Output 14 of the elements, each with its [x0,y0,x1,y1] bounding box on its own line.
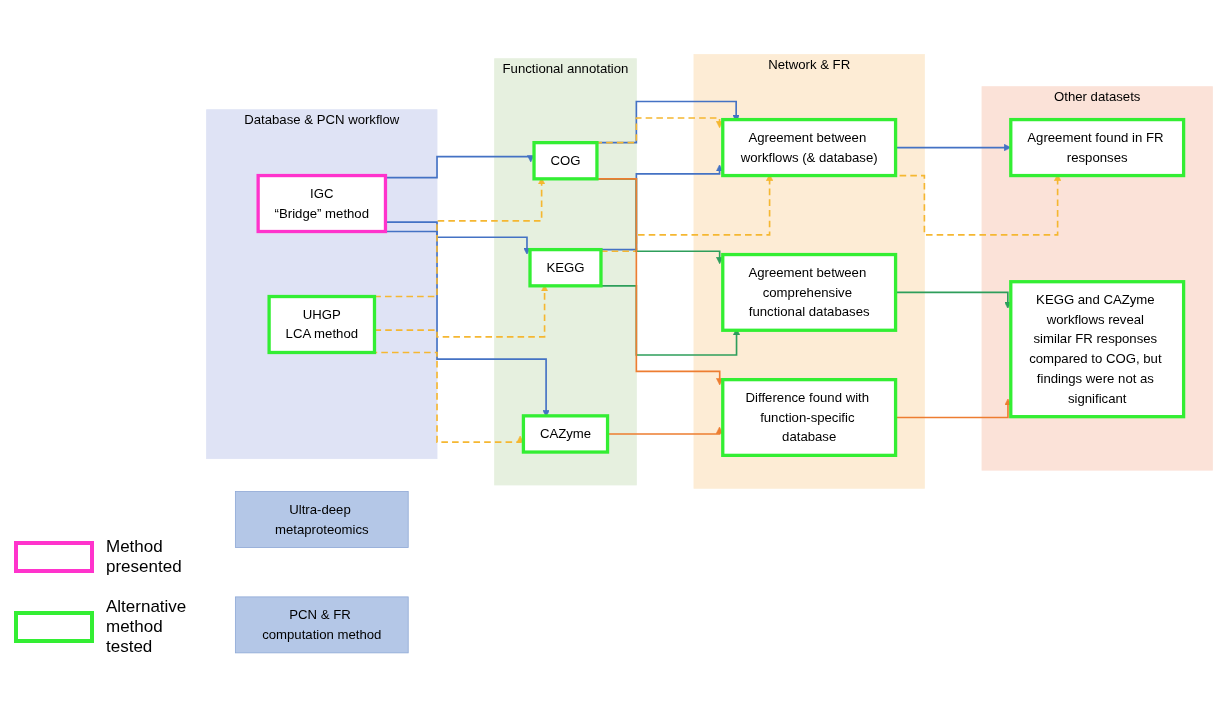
node-box: KEGG [528,247,603,288]
node-box: Difference found with function-specific database [721,377,898,457]
node-box: Agreement between workflows (& database) [721,117,898,177]
node-box: CAZyme [521,414,610,454]
node-box: UHGP LCA method [267,294,377,354]
node-box: IGC “Bridge” method [256,173,388,233]
node-box: COG [532,140,599,181]
node-box: KEGG and CAZyme workflows reveal similar FR responses compared to COG, but findings were not as significant [1009,279,1186,419]
legend-label: Method presented [106,537,183,577]
node-box: Agreement found in FR responses [1009,117,1186,177]
node-box: Agreement between comprehensive functional databases [721,252,898,332]
node-box: PCN & FR computation method [235,596,409,654]
node-box: Ultra-deep metaproteomics [235,490,409,548]
legend-label: Alternative method tested [106,597,188,657]
